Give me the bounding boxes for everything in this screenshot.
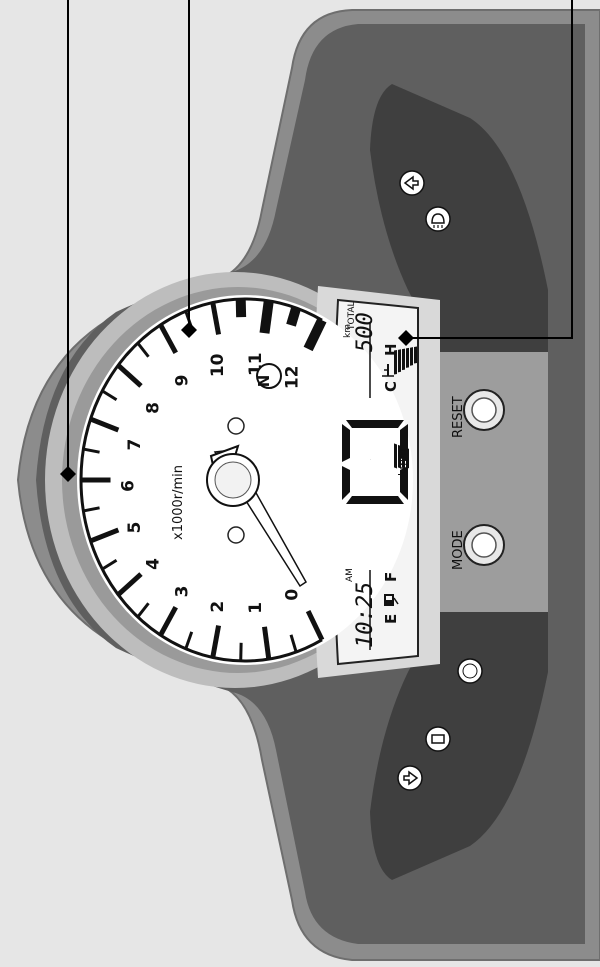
major-tick [158, 323, 178, 354]
down-arrow-icon [397, 765, 423, 791]
minor-tick [289, 634, 298, 653]
major-tick [259, 300, 274, 334]
tachometer-number: 2 [208, 601, 228, 613]
major-tick [158, 606, 178, 637]
minor-tick [101, 558, 118, 571]
major-tick [210, 625, 222, 658]
gauge-bar [402, 348, 405, 371]
tachometer-arc [79, 297, 323, 663]
major-tick [210, 302, 222, 335]
engine-check-icon [425, 726, 451, 752]
major-tick [305, 609, 325, 641]
top-indicator-panel [370, 84, 548, 352]
button-bezel [440, 352, 548, 612]
speed-digit-segments [342, 420, 408, 504]
gauge-bar [410, 347, 413, 366]
mode-label: MODE [451, 530, 466, 570]
reset-button[interactable] [463, 389, 505, 431]
gauge-bar [414, 346, 417, 364]
clock-ampm: AM [345, 568, 355, 582]
callout-marker-temp [398, 330, 414, 346]
abs-icon [457, 658, 483, 684]
major-tick [262, 626, 272, 660]
gauge-bar [394, 349, 397, 375]
odometer: TOTAL 500 km [347, 301, 378, 352]
major-tick [116, 572, 143, 597]
coolant-temp-icon [382, 364, 394, 377]
minor-tick [83, 447, 100, 454]
major-tick [303, 318, 327, 352]
minor-tick [136, 342, 150, 358]
indicator-lamp-upper [227, 417, 245, 435]
bottom-indicator-panel [370, 612, 548, 880]
major-tick [116, 363, 143, 388]
tachometer-number: 4 [144, 558, 164, 570]
neutral-indicator-label: N [255, 375, 273, 388]
callout-line-temp [406, 0, 573, 339]
major-tick [89, 416, 120, 433]
minor-tick [286, 306, 301, 327]
fuel-pump-icon [384, 594, 399, 606]
indicator-lamp-lower [227, 526, 245, 544]
high-beam-icon [425, 206, 451, 232]
tachometer-number: 3 [173, 586, 193, 598]
callout-marker-tachometer [60, 466, 76, 482]
callout-markers [60, 322, 414, 482]
speed-unit: km/h [396, 448, 409, 476]
tachometer-number: 10 [208, 353, 228, 377]
fuel-full-label: F [382, 572, 400, 582]
tachometer-number: 12 [282, 365, 302, 389]
mode-button[interactable] [463, 524, 505, 566]
temp-hot-label: H [382, 343, 400, 356]
up-arrow-icon [399, 170, 425, 196]
gauge-bar [394, 443, 397, 469]
tachometer-ticks [79, 297, 327, 663]
minor-tick [136, 602, 150, 618]
odometer-label: TOTAL [347, 301, 357, 331]
neutral-indicator [256, 363, 282, 389]
clock-time: 10:25 [353, 582, 378, 648]
tachometer-number: 9 [173, 375, 193, 387]
minor-tick [83, 506, 100, 513]
callout-lines [67, 0, 573, 474]
tachometer-unit: x1000r/min [171, 465, 186, 540]
gauge-bar [406, 347, 409, 368]
tachometer-number: 8 [144, 402, 164, 414]
reset-label: RESET [451, 396, 466, 438]
tachometer-number: 1 [246, 602, 266, 614]
fuel-empty-label: E [382, 614, 400, 624]
minor-tick [101, 389, 118, 402]
temp-cold-label: C [382, 381, 400, 392]
tachometer-number: 5 [125, 522, 145, 534]
speed-digit: 0 [370, 459, 371, 461]
fuel-gauge-bars [394, 346, 417, 375]
tachometer-number: 6 [118, 480, 138, 492]
odometer-value: 500 [353, 312, 378, 352]
tachometer-needle [206, 444, 307, 588]
callout-marker-redzone [181, 322, 197, 338]
minor-tick [184, 631, 194, 650]
odometer-unit-text: km [343, 324, 353, 338]
tachometer-number: 0 [282, 589, 302, 601]
major-tick [89, 527, 120, 544]
gauge-bar [398, 349, 401, 373]
tachometer-number: 7 [125, 439, 145, 451]
